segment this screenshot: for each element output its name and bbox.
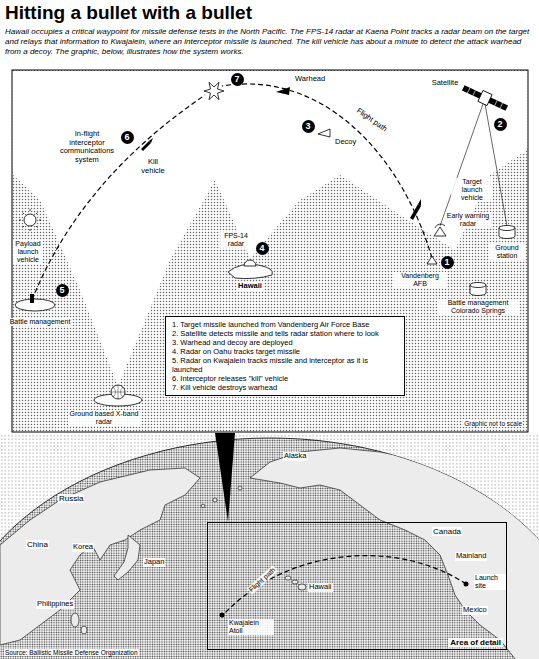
callout-number: 1 xyxy=(441,256,454,269)
communications-symbol xyxy=(19,209,41,231)
part-label: Battle management xyxy=(9,318,72,326)
callout-text: 3 xyxy=(305,121,310,131)
place-label: Kwajalein Atoll xyxy=(228,619,274,635)
battle-management-symbol xyxy=(470,283,486,296)
target-trajectory xyxy=(222,84,432,258)
part-label: Early warning radar xyxy=(445,212,491,228)
part-label: In-flight interceptor communications sys… xyxy=(55,130,119,165)
step-list-box: 1. Target missile launched from Vandenbe… xyxy=(165,316,405,396)
place-label: Mexico xyxy=(462,606,488,615)
part-label: Ground based X-band radar xyxy=(68,410,140,426)
decoy-symbol xyxy=(318,129,330,137)
place-label: Hawaii xyxy=(237,282,263,291)
part-label: Payload launch vehicle xyxy=(13,240,43,264)
part-label: Ground station xyxy=(489,244,525,260)
detail-frame: Area of detail xyxy=(207,522,507,650)
part-label: Decoy xyxy=(334,138,357,147)
land-masses xyxy=(0,448,539,659)
radar-dome xyxy=(111,385,125,399)
place-label: Korea xyxy=(72,543,94,552)
launch-pad xyxy=(427,256,437,264)
radar-dome xyxy=(244,260,256,266)
place-label: Launch site xyxy=(474,574,506,590)
place-label: Philippines xyxy=(36,600,74,609)
callout-number: 2 xyxy=(494,118,507,131)
explosion-symbol xyxy=(204,82,224,99)
path-label: Flight path xyxy=(354,106,389,134)
island-shape xyxy=(228,264,272,278)
callout-text: 6 xyxy=(124,132,129,142)
step-text: 4. Radar on Oahu tracks target missile xyxy=(172,347,398,356)
globe-ocean xyxy=(0,438,539,659)
callout-text: 4 xyxy=(259,243,264,253)
signal-line xyxy=(440,104,483,226)
step-text: 7. Kill vehicle destroys warhead xyxy=(172,383,398,392)
rocket-symbol xyxy=(410,199,421,220)
callout-number: 6 xyxy=(121,131,134,144)
signal-line xyxy=(485,104,507,226)
part-label: Kill vehicle xyxy=(137,158,169,175)
callout-text: 7 xyxy=(234,74,239,84)
place-label: Japan xyxy=(143,558,165,567)
part-label: Warhead xyxy=(294,75,326,84)
step-text: 2. Satellite detects missile and tells r… xyxy=(172,329,398,338)
place-label: Canada xyxy=(432,527,462,536)
interceptor-trajectory xyxy=(32,95,205,300)
kill-vehicle-symbol xyxy=(141,138,153,151)
step-text: 1. Target missile launched from Vandenbe… xyxy=(172,320,398,329)
launcher-symbol xyxy=(30,294,34,303)
source-note: Source: Ballistic Missile Defense Organi… xyxy=(4,649,139,656)
place-label: Russia xyxy=(58,494,84,503)
pointer-wedge xyxy=(215,433,235,522)
callout-number: 3 xyxy=(302,120,315,133)
part-label: Satellite xyxy=(431,79,460,88)
place-label: China xyxy=(26,540,49,549)
inset-panel xyxy=(12,70,528,432)
satellite-symbol xyxy=(461,82,510,113)
callout-text: 1 xyxy=(444,257,449,267)
callout-text: 2 xyxy=(497,119,502,129)
frame-label: Area of detail xyxy=(448,638,503,647)
warhead-symbol xyxy=(276,87,290,95)
ground-station-symbol xyxy=(499,226,515,239)
scale-note: Graphic not to scale xyxy=(463,420,523,427)
callout-number: 5 xyxy=(56,284,69,297)
callout-number: 7 xyxy=(231,73,244,86)
callout-number: 4 xyxy=(256,242,269,255)
atoll-dot xyxy=(220,613,225,618)
launch-site-dot xyxy=(464,582,469,587)
map-flight-path xyxy=(224,556,466,614)
title: Hitting a bullet with a bullet xyxy=(5,2,533,24)
place-label: Hawaii xyxy=(308,583,333,592)
place-label: Alaska xyxy=(283,452,308,461)
caption: Hawaii occupies a critical waypoint for … xyxy=(5,27,533,57)
island-shape xyxy=(15,299,55,311)
callout-text: 5 xyxy=(59,285,64,295)
step-text: 6. Interceptor releases "kill" vehicle xyxy=(172,374,398,383)
step-text: 3. Warhead and decoy are deployed xyxy=(172,338,398,347)
part-label: Battle management Colorado Springs xyxy=(437,299,519,315)
step-text: 5. Radar on Kwajalein tracks missile and… xyxy=(172,356,398,374)
part-label: Target launch vehicle xyxy=(451,178,493,202)
place-label: Vandenberg AFB xyxy=(394,272,446,288)
path-label: Flight path xyxy=(246,565,277,594)
place-label: Mainland xyxy=(455,552,487,561)
part-label: FPS-14 radar xyxy=(220,232,252,248)
